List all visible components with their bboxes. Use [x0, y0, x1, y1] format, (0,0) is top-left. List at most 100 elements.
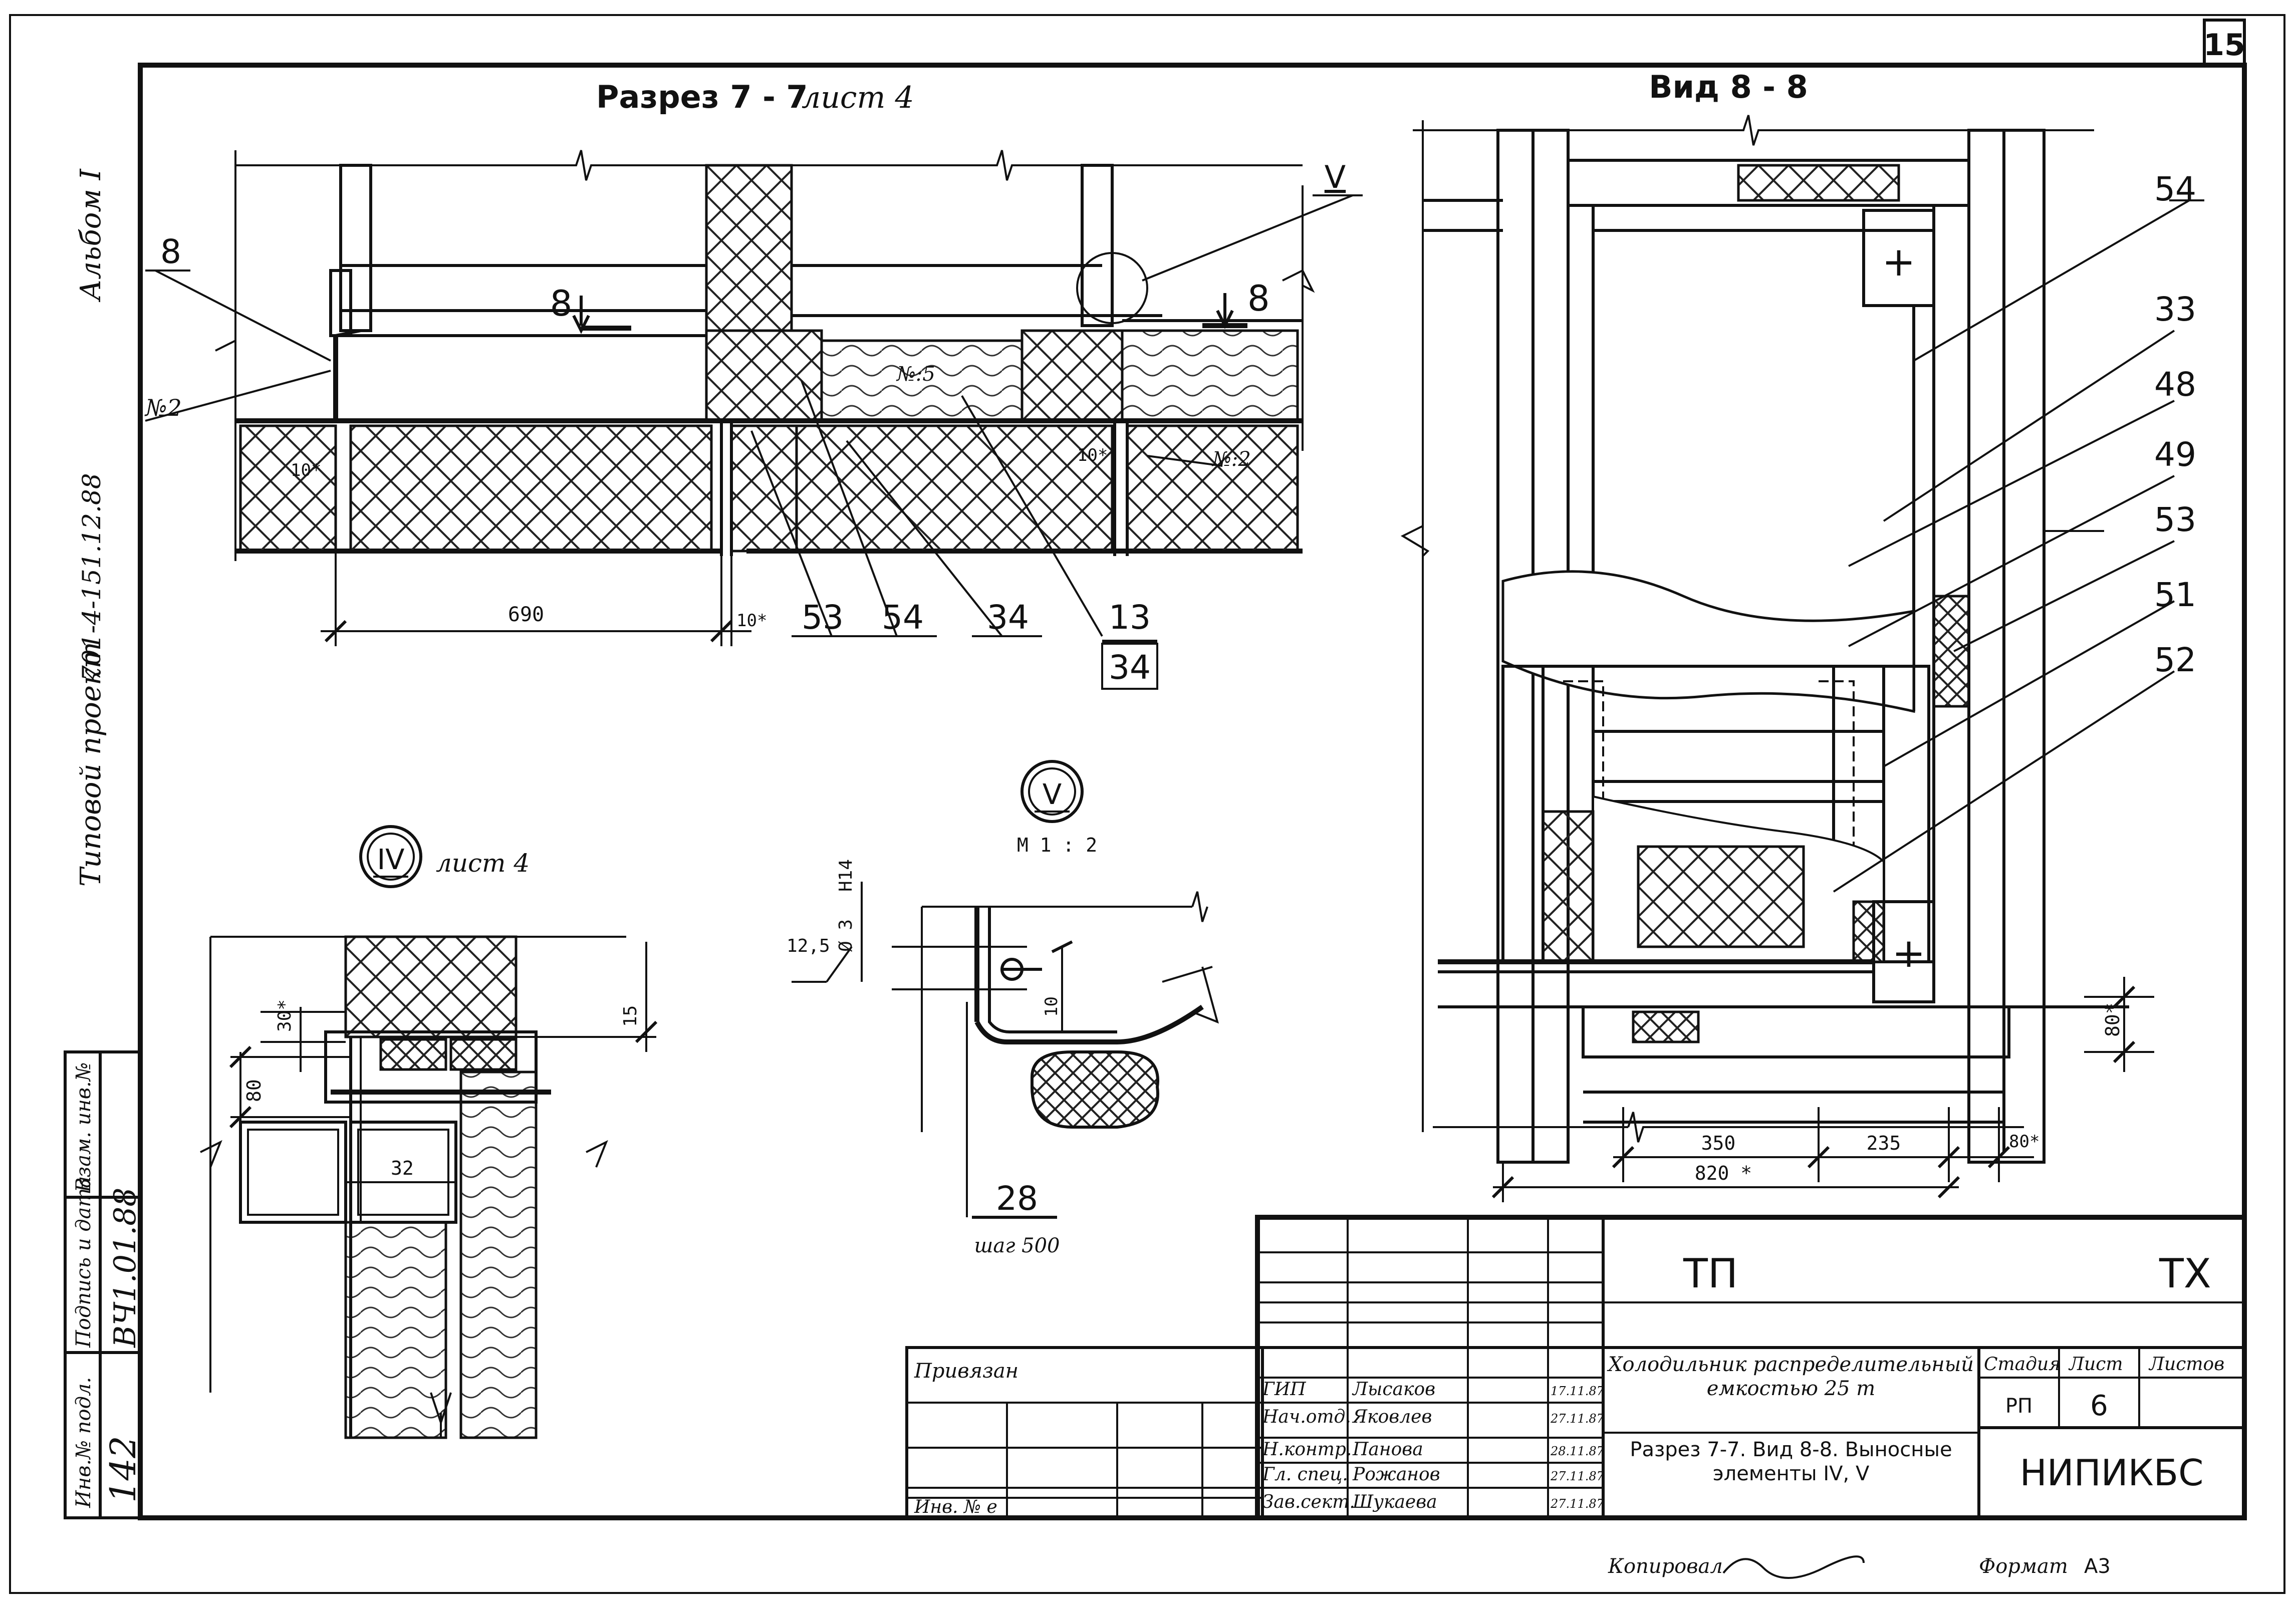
- callout-33: 33: [2154, 290, 2196, 329]
- stamp-role-row-3: Гл. спец. Рожанов 27.11.87: [1262, 1464, 1605, 1485]
- inv-label: Инв. № е: [914, 1497, 997, 1517]
- stamp-col-inv: Инв.№ подл.: [72, 1377, 95, 1508]
- node-v-part-28: 28: [996, 1179, 1038, 1218]
- stamp-tx: ТХ: [2159, 1250, 2211, 1297]
- stamp-sheets-label: Листов: [2148, 1354, 2224, 1375]
- callout-52: 52: [2154, 641, 2196, 679]
- callout-n5: №:5: [896, 363, 935, 386]
- footer: Копировал Формат А3: [1608, 1555, 2111, 1579]
- node-v-dim-125: 12,5: [787, 936, 830, 956]
- node-v-callout: V: [1325, 159, 1346, 195]
- callout-n2-left: №2: [144, 394, 182, 421]
- node-v-scale: М 1 : 2: [1017, 834, 1097, 856]
- node-iv-ref: лист 4: [436, 849, 530, 878]
- stamp-name: Шукаева: [1352, 1492, 1437, 1512]
- stamp-object-name: Холодильник распределительный емкостью 2…: [1608, 1353, 1974, 1400]
- title-block: Привязан Инв. № е ТП ТХ ГИП Лысаков 17.1…: [905, 1215, 2247, 1520]
- plus-top: +: [1882, 238, 1915, 285]
- label-34-box: 34: [1109, 648, 1151, 687]
- left-margin-text: Альбом I Типовой проект 701-4-151.12.88: [75, 168, 107, 887]
- node-v-step: шаг 500: [974, 1234, 1060, 1257]
- stamp-date: 28.11.87: [1550, 1444, 1605, 1458]
- project-label: Типовой проект: [75, 642, 107, 887]
- stamp-sheet-label: Лист: [2068, 1354, 2123, 1375]
- section-7-7: Разрез 7 - 7 лист 4: [144, 79, 1363, 690]
- node-v-dim-h14: Н14: [836, 859, 856, 892]
- stamp-date: 17.11.87: [1551, 1384, 1605, 1398]
- stamp-role-row-2: Н.контр. Панова 28.11.87: [1262, 1439, 1605, 1460]
- callout-48: 48: [2154, 365, 2196, 404]
- album-label: Альбом I: [75, 168, 107, 303]
- format-label: Формат: [1979, 1555, 2068, 1578]
- node-iv-dim-32: 32: [391, 1157, 414, 1179]
- stamp-date: 27.11.87: [1550, 1412, 1605, 1426]
- dim-690: 690: [508, 603, 544, 626]
- callout-51: 51: [2154, 576, 2196, 614]
- callout-10-left: 10*: [291, 460, 321, 480]
- section-77-title: Разрез 7 - 7: [596, 79, 808, 115]
- stamp-role: Зав.сект.: [1262, 1492, 1355, 1512]
- stamp-name: Яковлев: [1352, 1407, 1432, 1427]
- dim-235: 235: [1867, 1132, 1901, 1154]
- callout-54: 54: [2154, 170, 2196, 208]
- stamp-sheet-number: 6: [2090, 1390, 2108, 1422]
- callout-49: 49: [2154, 435, 2196, 474]
- node-v-dim-d3: Ø 3: [836, 919, 856, 952]
- stamp-date: 27.11.87: [1550, 1497, 1605, 1511]
- cut-mark-8-right: 8: [1247, 278, 1270, 319]
- stamp-tp: ТП: [1683, 1250, 1738, 1297]
- stamp-col-sign: Подпись и дата: [72, 1176, 95, 1348]
- node-iv: IV лист 4 80 30* 15 32: [200, 825, 658, 1439]
- plus-bottom: +: [1892, 930, 1925, 976]
- dim-80-horizontal: 80*: [2009, 1132, 2039, 1152]
- section-77-ref: лист 4: [802, 80, 914, 115]
- stamp-organization: НИПИКБС: [2020, 1452, 2204, 1494]
- dim-350: 350: [1701, 1132, 1736, 1154]
- copied-label: Копировал: [1608, 1555, 1723, 1578]
- stamp-sign-date: ВЧ1.01.88: [108, 1188, 143, 1348]
- callout-10-right: 10*: [1077, 445, 1108, 465]
- stamp-role: ГИП: [1262, 1379, 1306, 1400]
- callout-53: 53: [2154, 500, 2196, 539]
- privyazan-label: Привязан: [914, 1360, 1018, 1383]
- label-53: 53: [802, 598, 844, 637]
- stamp-role: Н.контр.: [1262, 1439, 1352, 1460]
- callout-8: 8: [160, 232, 181, 271]
- label-34: 34: [987, 598, 1029, 637]
- cut-mark-8-left: 8: [550, 283, 573, 324]
- stamp-date: 27.11.87: [1550, 1469, 1605, 1483]
- left-stamp-column: Инв.№ подл. Подпись и дата Взам. инв.№ 1…: [64, 1050, 144, 1519]
- stamp-role-row-4: Зав.сект. Шукаева 27.11.87: [1262, 1492, 1605, 1512]
- node-v: V М 1 : 2 12,5 Ø 3 Н14 10 28 шаг 500: [787, 760, 1219, 1257]
- sheet-number: 15: [2203, 28, 2245, 63]
- label-54: 54: [882, 598, 924, 637]
- stamp-name: Лысаков: [1352, 1379, 1435, 1400]
- callout-n2-right: №:2: [1211, 448, 1251, 471]
- format-value: А3: [2084, 1555, 2111, 1578]
- node-v-title: V: [1043, 778, 1062, 811]
- dim-820: 820 *: [1695, 1162, 1752, 1184]
- stamp-col-replace: Взам. инв.№: [72, 1062, 95, 1193]
- stamp-role: Нач.отд.: [1262, 1407, 1351, 1427]
- stamp-name: Рожанов: [1352, 1464, 1440, 1485]
- stamp-role-row-0: ГИП Лысаков 17.11.87: [1262, 1379, 1605, 1400]
- node-iv-title: IV: [377, 844, 405, 876]
- node-v-dim-10: 10: [1042, 996, 1062, 1017]
- stamp-inv-number: 142: [103, 1436, 144, 1503]
- stamp-role-row-1: Нач.отд. Яковлев 27.11.87: [1262, 1407, 1605, 1427]
- stamp-name: Панова: [1352, 1439, 1423, 1460]
- label-13: 13: [1109, 598, 1151, 637]
- dim-80-vertical: 80*: [2102, 1002, 2124, 1037]
- project-code: 701-4-151.12.88: [77, 473, 106, 681]
- stamp-stage: РП: [2005, 1395, 2032, 1418]
- stamp-sheet-name: Разрез 7-7. Вид 8-8. Выносные элементы I…: [1630, 1438, 1952, 1485]
- node-iv-dim-15: 15: [620, 1005, 641, 1027]
- stamp-role: Гл. спец.: [1262, 1464, 1348, 1485]
- dim-10-bottom: 10*: [736, 611, 767, 631]
- stamp-stage-label: Стадия: [1984, 1354, 2061, 1375]
- node-iv-dim-30: 30*: [275, 999, 295, 1032]
- node-iv-dim-80: 80: [243, 1079, 265, 1102]
- view-8-8: Вид 8 - 8 +: [1400, 69, 2204, 1202]
- view-88-title: Вид 8 - 8: [1649, 69, 1808, 105]
